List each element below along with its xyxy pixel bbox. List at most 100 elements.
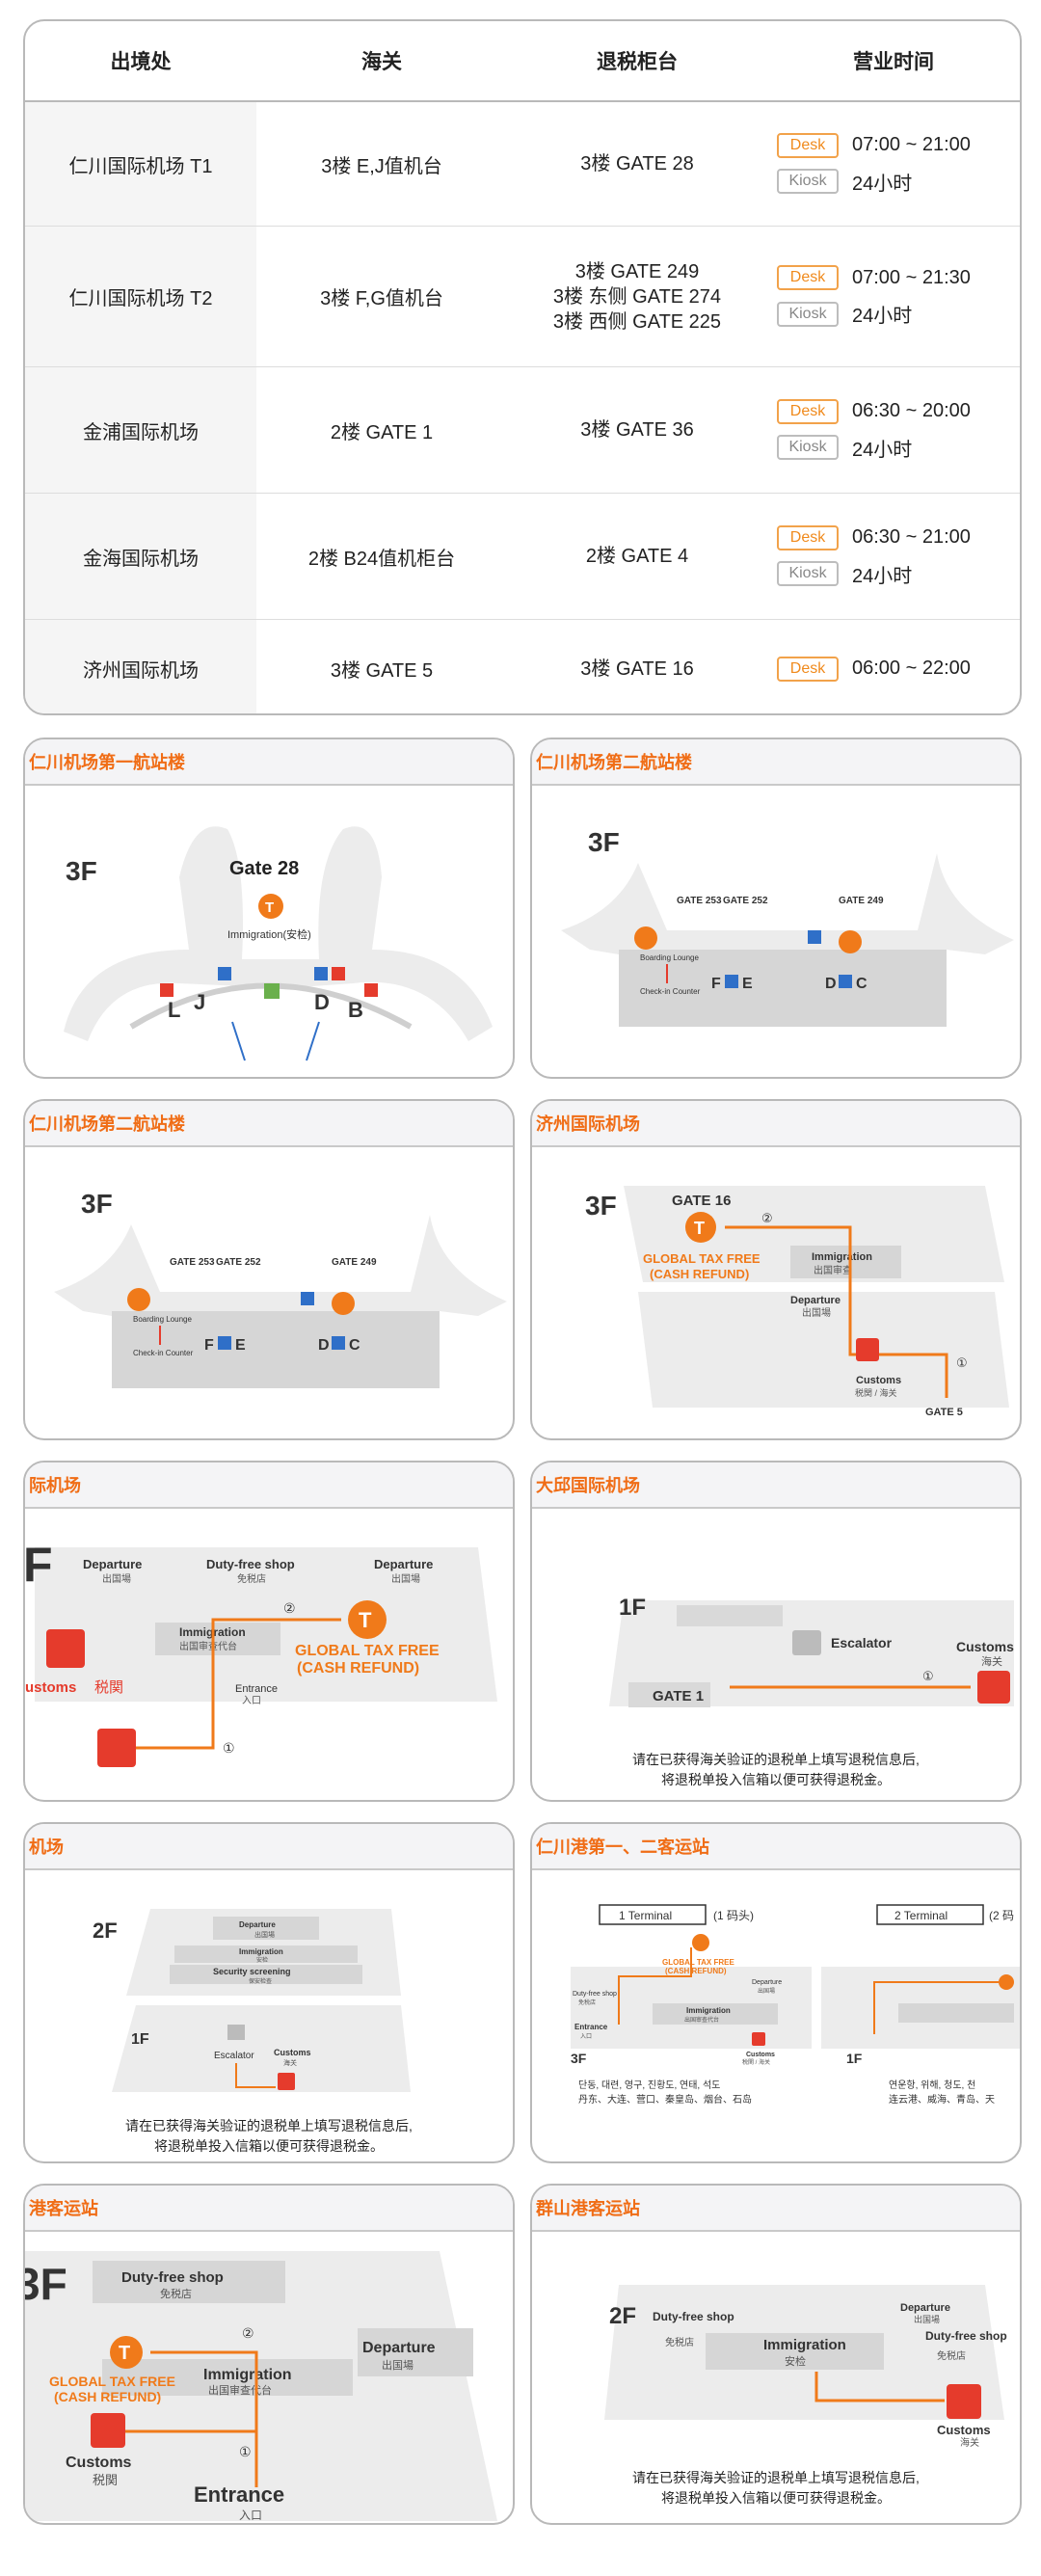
- immigration-label: Immigration: [686, 2006, 731, 2015]
- terminal-map: 1 Terminal (1 码头) 2 Terminal (2 码 GLOBAL…: [571, 1904, 1020, 2106]
- note-line: 请在已获得海关验证的退税单上填写退税信息后,: [632, 2470, 920, 2485]
- counter-letter: J: [194, 990, 205, 1014]
- counter-line: 2楼 GATE 4: [585, 546, 689, 567]
- security-area: [170, 1965, 362, 1984]
- step-marker: ①: [922, 1669, 934, 1683]
- counter-letter: L: [168, 998, 180, 1022]
- immigration-cn: 出国审查: [814, 1264, 852, 1276]
- escalator-label: Escalator: [214, 2051, 254, 2061]
- header-customs: 海关: [361, 51, 402, 73]
- hours-time: 06:30 ~ 20:00: [852, 400, 971, 421]
- note-line: 将退税单投入信箱以便可获得退税金。: [154, 2138, 384, 2154]
- step-marker: ②: [761, 1211, 773, 1225]
- duty-free-label: Duty-free shop: [573, 1991, 617, 1998]
- hours-time: 07:00 ~ 21:00: [852, 134, 971, 155]
- map-card-icn-t2: 仁川机场第二航站楼 3F GATE 253 GATE 252 GATE 249 …: [530, 738, 1022, 1079]
- departure-cn: 出国場: [802, 1306, 831, 1319]
- departure-cn: 出国場: [758, 1987, 775, 1995]
- route-line: [117, 1618, 341, 1750]
- hours-time: 24小时: [852, 439, 913, 461]
- svg-text:T: T: [694, 1219, 705, 1238]
- map-card-gunsan: 群山港客运站 2F Duty-free shop 免税店 Immigration…: [530, 2184, 1022, 2525]
- table-header: 出境处 海关 退税柜台 营业时间: [25, 21, 1020, 102]
- hours-time: 24小时: [852, 306, 913, 327]
- customs-location: 3楼 E,J值机台: [321, 155, 442, 177]
- customs-cn: 税関 / 海关: [855, 1387, 897, 1398]
- cash-refund-label: (CASH REFUND): [54, 2389, 161, 2404]
- entrance-label: Entrance: [574, 2023, 608, 2031]
- header-counter: 退税柜台: [597, 51, 678, 73]
- note-line: 将退税单投入信箱以便可获得退税金。: [661, 2490, 891, 2506]
- check-in-hall: [619, 950, 947, 1027]
- route-line: [618, 1947, 692, 2025]
- floor-lower: [638, 1292, 1009, 1408]
- tax-refund-table: 出境处 海关 退税柜台 营业时间 仁川国际机场 T1 3楼 E,J值机台 3楼 …: [23, 19, 1022, 715]
- customs-location: 3楼 F,G值机台: [320, 288, 443, 309]
- immigration-cn: 安检: [785, 2354, 806, 2368]
- counter-letter: B: [348, 998, 363, 1022]
- step-marker: ②: [283, 1600, 296, 1616]
- immigration-cn: 出国审查代台: [684, 2016, 719, 2024]
- customs-location: 3楼 GATE 5: [330, 660, 434, 682]
- entrance-cn: 入口: [242, 1696, 261, 1706]
- customs-icon: [314, 967, 328, 980]
- customs-label: Customs: [66, 2455, 132, 2471]
- route-line: [112, 2350, 258, 2433]
- floor-label: 3F: [585, 1191, 617, 1221]
- counter-line: 3楼 GATE 36: [580, 419, 694, 441]
- duty-free-label: Duty-free shop: [653, 2310, 734, 2323]
- terminal1-tab: [599, 1904, 707, 1925]
- svg-text:T: T: [265, 899, 274, 916]
- counter-location: 3楼 GATE 16: [507, 657, 767, 682]
- customs-icon: [46, 1629, 85, 1668]
- gate-label: GATE 253: [170, 1257, 215, 1268]
- gate-label: Gate 28: [229, 858, 299, 879]
- port-route-kr: 단동, 대련, 영구, 진황도, 연태, 석도: [578, 2080, 720, 2091]
- immigration-area: [102, 2359, 353, 2396]
- counter-location: 3楼 GATE 28: [507, 151, 767, 176]
- desk-tag: Desk: [777, 265, 839, 290]
- immigration-label: Immigration: [239, 1947, 283, 1956]
- customs-icon: [97, 1729, 136, 1767]
- desk-tag: Desk: [777, 524, 839, 550]
- info-icon: [264, 983, 280, 999]
- counter-line: 3楼 东侧 GATE 274: [552, 285, 722, 308]
- tax-refund-icon: [348, 1600, 387, 1639]
- immigration-area: [174, 1945, 358, 1963]
- customs-cn: 海关: [960, 2436, 979, 2449]
- kiosk-icon: [332, 967, 345, 980]
- customs-icon: [278, 2073, 295, 2090]
- cash-refund-label: (CASH REFUND): [665, 1967, 727, 1975]
- map-card-icn-t1: 仁川机场第一航站楼 3F Gate 28 T Immigration(安检) L…: [23, 738, 515, 1079]
- kiosk-tag: Kiosk: [777, 561, 839, 586]
- step-marker: ①: [956, 1355, 968, 1370]
- departure-label: Departure: [790, 1295, 841, 1306]
- svg-text:T: T: [119, 2343, 130, 2364]
- step-marker: ②: [242, 2325, 254, 2341]
- immigration-label: Immigration: [203, 2367, 292, 2383]
- gate-label: GATE 1: [653, 1688, 704, 1704]
- departure-label: Departure: [374, 1557, 433, 1571]
- duty-free-cn-2: 免税店: [937, 2349, 966, 2362]
- counter-letter: E: [235, 1337, 246, 1354]
- escalator-icon: [792, 1630, 821, 1655]
- port-route-cn: 丹东、大连、营口、秦皇岛、烟台、石岛: [578, 2093, 752, 2106]
- terminal2-tab: [876, 1904, 984, 1925]
- terminal-map: 2F Duty-free shop 免税店 Immigration 安检 Dep…: [604, 2285, 1007, 2449]
- gate-label: GATE 253: [677, 896, 722, 906]
- map-card-incheon-port: 仁川港第一、二客运站 1 Terminal (1 码头) 2 Terminal …: [530, 1822, 1022, 2163]
- immigration-cn: 安检: [256, 1956, 268, 1964]
- map-card-pyeongtaek: 港客运站 3F Duty-free shop 免税店 Departure 出国場…: [23, 2184, 515, 2525]
- customs-label: Customs: [937, 2423, 991, 2437]
- note-line: 请在已获得海关验证的退税单上填写退税信息后,: [632, 1752, 920, 1767]
- cash-refund-label: (CASH REFUND): [650, 1267, 749, 1281]
- step-marker: ①: [239, 2444, 252, 2459]
- card-title: 际机场: [25, 1462, 513, 1509]
- tax-refund-icon: [634, 926, 657, 950]
- counter-letter: C: [856, 976, 868, 992]
- customs-location: 2楼 GATE 1: [330, 421, 434, 443]
